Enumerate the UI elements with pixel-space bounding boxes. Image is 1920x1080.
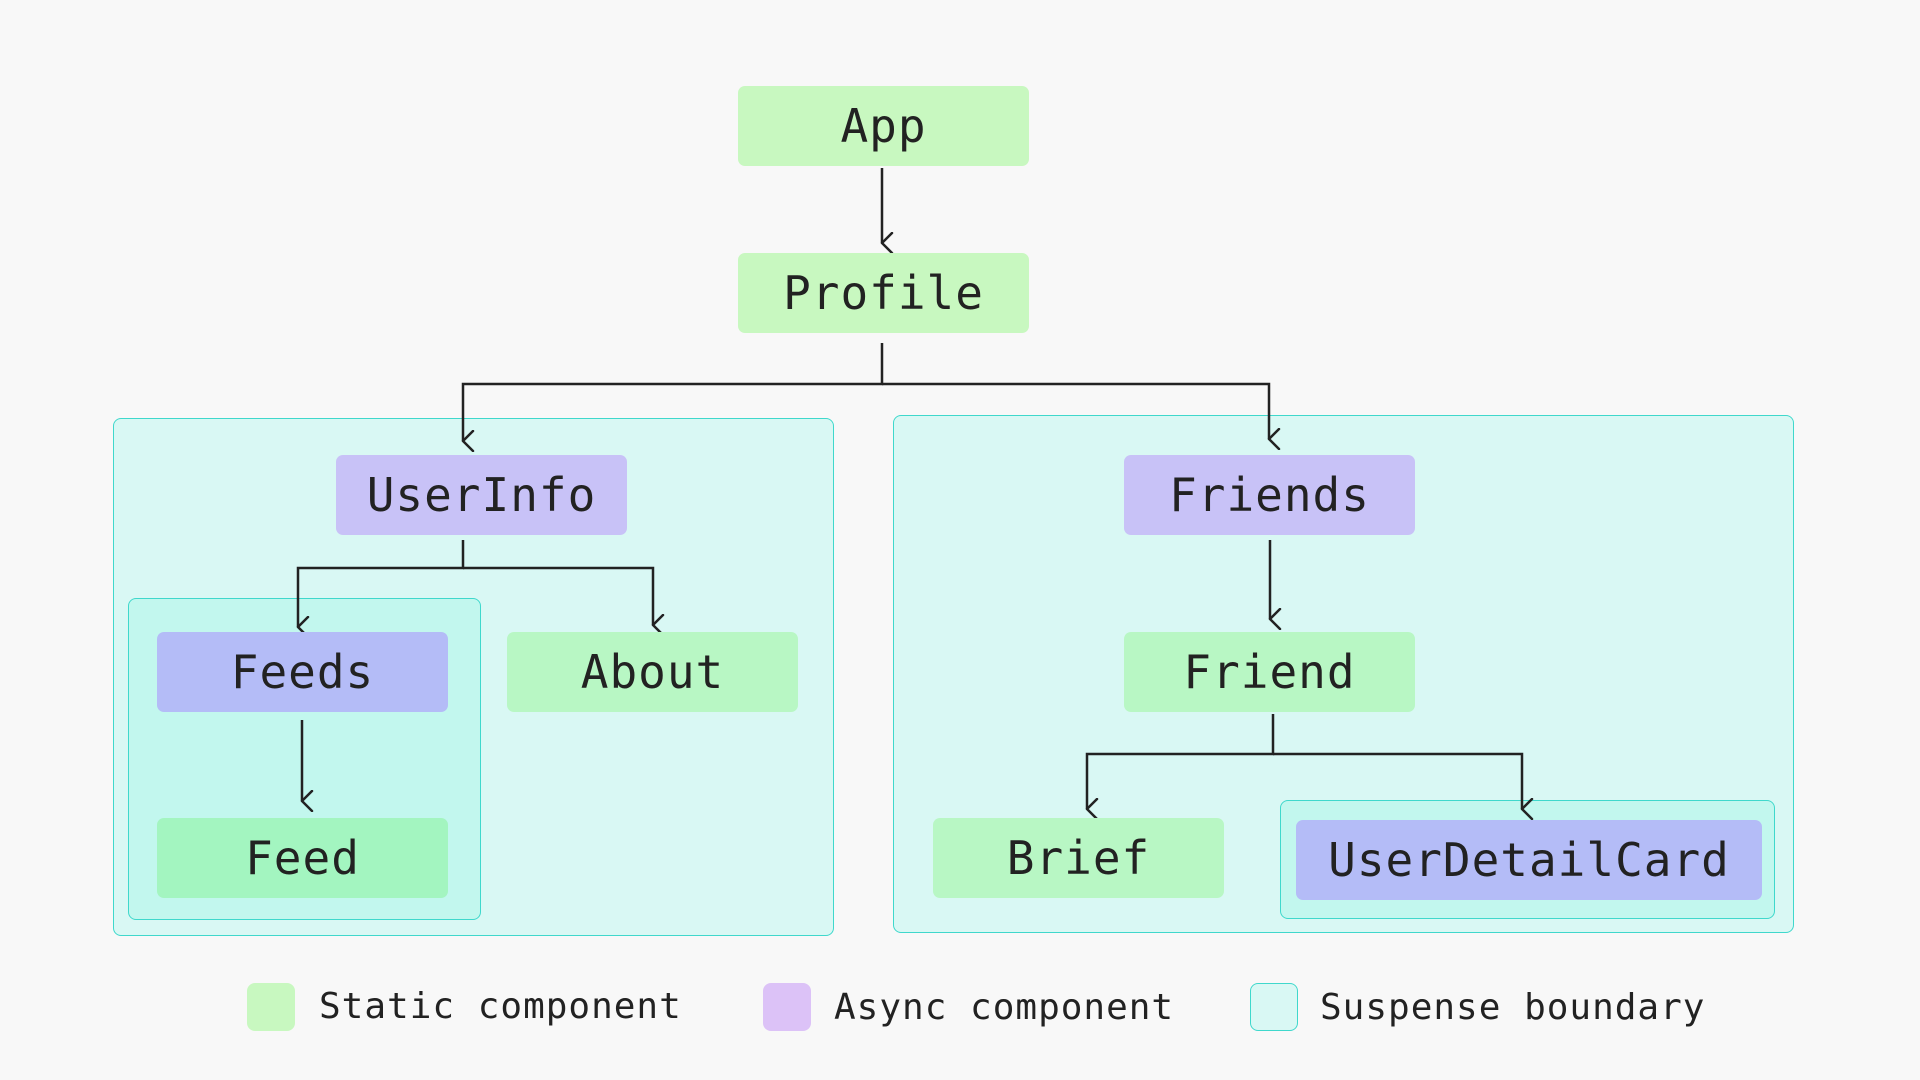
edge-friend-userdetailcard [1273, 752, 1522, 809]
node-feed: Feed [157, 818, 448, 898]
legend-static-label: Static component [319, 986, 682, 1027]
node-profile: Profile [738, 253, 1029, 333]
legend-async-label: Async component [834, 987, 1175, 1028]
node-feeds: Feeds [157, 632, 448, 712]
legend-boundary-swatch [1250, 983, 1298, 1031]
legend-static-swatch [247, 983, 295, 1031]
legend-async-swatch [763, 983, 811, 1031]
edge-userinfo-about [463, 566, 653, 625]
node-brief: Brief [933, 818, 1224, 898]
node-friends: Friends [1124, 455, 1415, 535]
node-userdetailcard: UserDetailCard [1296, 820, 1762, 900]
edge-userinfo-feeds [296, 540, 465, 627]
edge-profile-friends [882, 382, 1269, 439]
edge-friend-brief [1085, 714, 1275, 809]
legend-boundary-label: Suspense boundary [1320, 987, 1706, 1028]
node-friend: Friend [1124, 632, 1415, 712]
edge-profile-userinfo [461, 343, 884, 441]
node-about: About [507, 632, 798, 712]
node-userinfo: UserInfo [336, 455, 627, 535]
node-app: App [738, 86, 1029, 166]
